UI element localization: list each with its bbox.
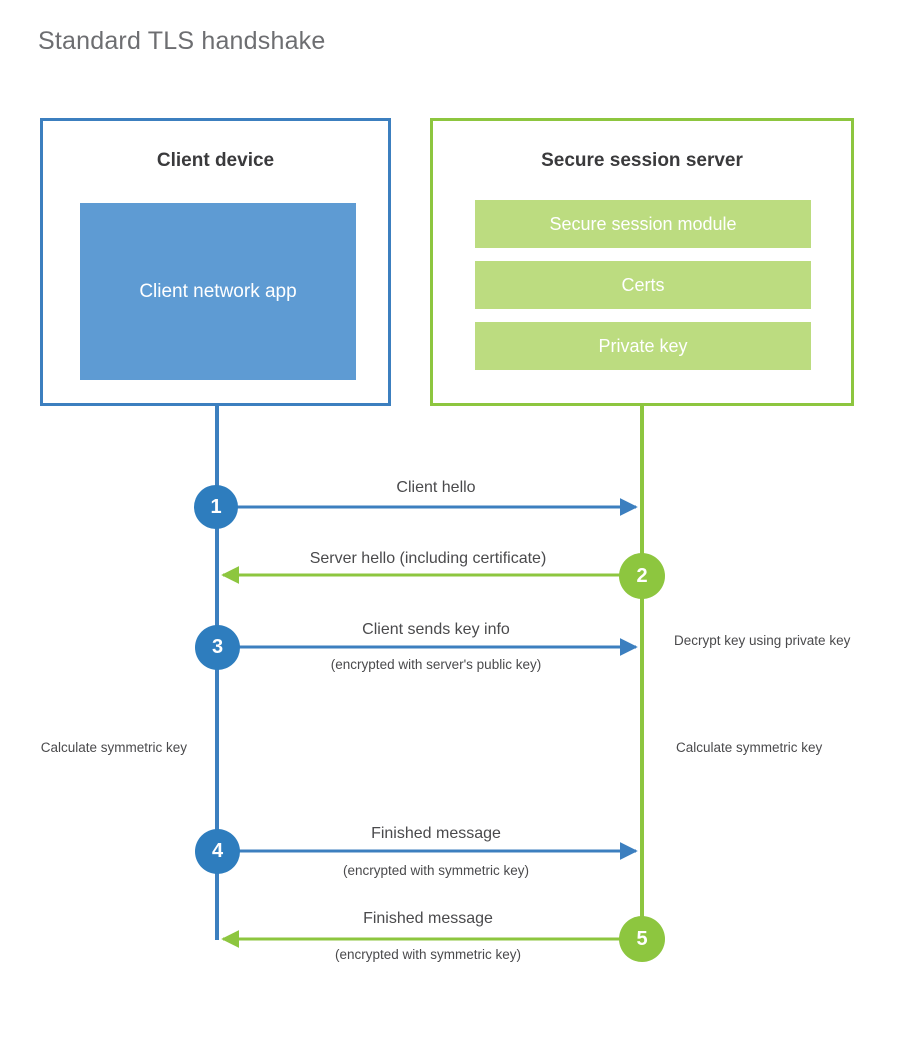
step-3-sublabel: (encrypted with server's public key) bbox=[330, 657, 542, 672]
step-2-label: Server hello (including certificate) bbox=[309, 550, 547, 567]
note-client-calculate-symmetric-key: Calculate symmetric key bbox=[40, 740, 187, 755]
step-number-2: 2 bbox=[619, 553, 665, 599]
step-3-label: Client sends key info bbox=[362, 621, 510, 638]
server-component-secure-session-module: Secure session module bbox=[475, 200, 811, 248]
page-title: Standard TLS handshake bbox=[38, 27, 326, 55]
server-components-list: Secure session module Certs Private key bbox=[475, 200, 811, 370]
client-device-title: Client device bbox=[156, 150, 275, 171]
step-5-sublabel: (encrypted with symmetric key) bbox=[334, 947, 522, 962]
secure-session-server-box: Secure session server Secure session mod… bbox=[430, 118, 854, 406]
step-number-4: 4 bbox=[195, 829, 240, 874]
server-component-private-key: Private key bbox=[475, 322, 811, 370]
step-number-1: 1 bbox=[194, 485, 238, 529]
secure-session-server-title: Secure session server bbox=[541, 150, 743, 171]
note-decrypt-key: Decrypt key using private key bbox=[674, 633, 851, 648]
step-number-3: 3 bbox=[195, 625, 240, 670]
client-device-box: Client device Client network app bbox=[40, 118, 391, 406]
step-5-label: Finished message bbox=[363, 910, 493, 927]
step-4-sublabel: (encrypted with symmetric key) bbox=[342, 863, 530, 878]
step-number-5: 5 bbox=[619, 916, 665, 962]
step-4-label: Finished message bbox=[371, 825, 501, 842]
step-1-label: Client hello bbox=[396, 479, 476, 496]
server-component-certs: Certs bbox=[475, 261, 811, 309]
client-network-app-block: Client network app bbox=[80, 203, 356, 380]
note-server-calculate-symmetric-key: Calculate symmetric key bbox=[676, 740, 823, 755]
